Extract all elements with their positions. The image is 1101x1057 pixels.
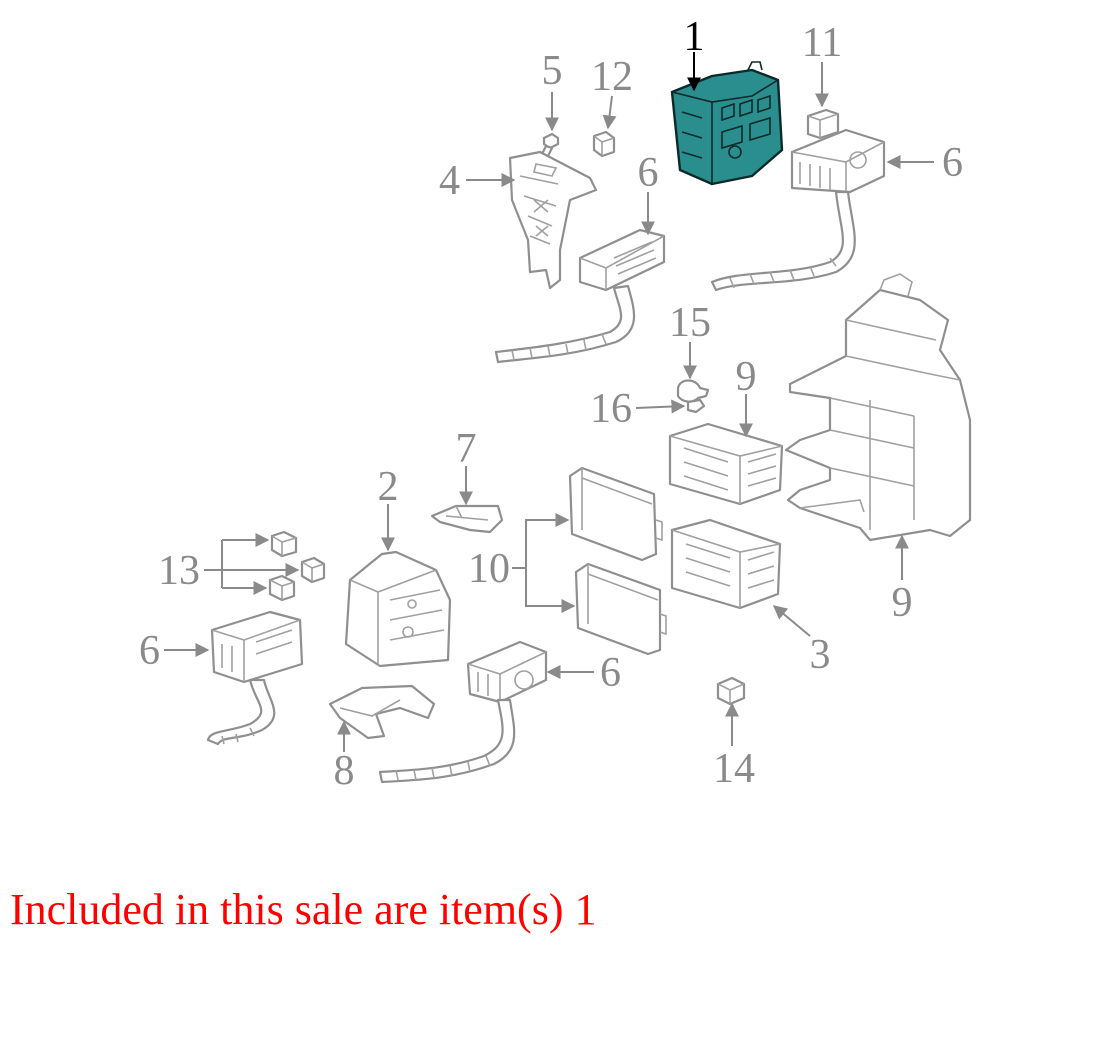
callout-14: 14	[713, 746, 755, 792]
callout-6-top-right: 6	[942, 140, 963, 186]
part-6-connector-bottom	[378, 640, 548, 784]
callout-6-center: 6	[638, 150, 659, 196]
callout-9-housing: 9	[892, 580, 913, 626]
leader-10-upper	[512, 513, 570, 569]
leader-16	[635, 399, 686, 414]
part-9-fuse-block	[668, 422, 784, 506]
part-8-retainer	[328, 684, 436, 740]
part-9-housing-large	[784, 273, 972, 542]
callout-16: 16	[590, 386, 632, 432]
part-13-relay-middle	[300, 556, 326, 584]
callout-10: 10	[468, 546, 510, 592]
callout-8: 8	[334, 748, 355, 794]
callout-2: 2	[378, 464, 399, 510]
part-6-connector-top-right	[710, 128, 886, 292]
part-3-fuse-block	[670, 518, 782, 610]
part-7-bracket	[430, 504, 504, 534]
part-11-relay	[806, 108, 840, 140]
callout-6-left: 6	[139, 628, 160, 674]
callout-13: 13	[158, 548, 200, 594]
sale-note: Included in this sale are item(s) 1	[10, 885, 597, 934]
part-13-relay-bottom	[268, 574, 296, 602]
callout-11: 11	[802, 20, 842, 66]
callout-5: 5	[542, 48, 563, 94]
part-14-cap	[716, 676, 746, 706]
part-2-junction-block	[344, 550, 452, 668]
part-6-connector-left	[206, 610, 304, 746]
part-13-relay-top	[270, 530, 298, 558]
part-12-clip	[592, 130, 616, 158]
leader-12	[602, 95, 617, 130]
callout-6-bottom: 6	[600, 650, 621, 696]
part-16-clip	[686, 398, 706, 414]
part-4-bracket	[508, 150, 598, 290]
part-6-connector-center	[494, 228, 666, 364]
part-15-sensor	[676, 379, 710, 403]
callout-4: 4	[439, 158, 460, 204]
callout-9-block: 9	[736, 354, 757, 400]
callout-7: 7	[456, 426, 477, 472]
part-10-module-upper	[568, 466, 663, 562]
leader-3	[772, 605, 811, 637]
callout-12: 12	[591, 54, 633, 100]
callout-1: 1	[684, 14, 705, 60]
part-10-module-lower	[574, 562, 667, 656]
callout-3: 3	[810, 632, 831, 678]
callout-labels: 1 11 6 12 5 4 6 15 16 9 7 2 10 13 6 8 6 …	[139, 14, 963, 794]
part-1-fuse-relay-box	[670, 61, 784, 186]
leader-lines	[164, 52, 934, 752]
leader-10-lower	[525, 568, 576, 613]
callout-15: 15	[669, 300, 711, 346]
